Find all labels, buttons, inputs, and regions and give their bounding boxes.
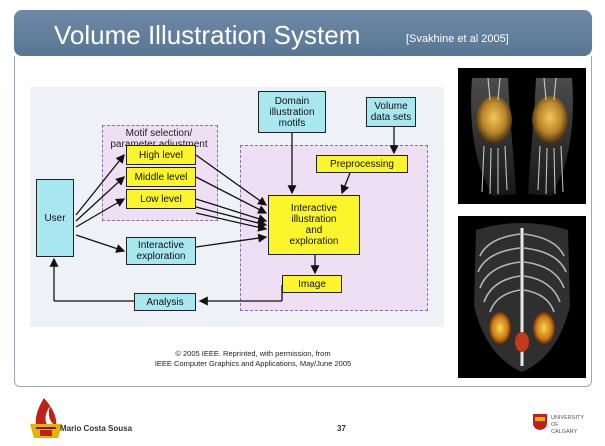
diagram-arrows <box>49 127 399 306</box>
citation: [Svakhine et al 2005] <box>406 33 509 45</box>
torso-volume-rendering <box>458 216 586 378</box>
title-bar: Volume Illustration System [Svakhine et … <box>14 10 592 56</box>
preprocessing-node: Preprocessing <box>316 155 408 173</box>
domain-motifs-node: Domain illustration motifs <box>258 91 326 133</box>
slide-title: Volume Illustration System <box>54 20 361 50</box>
university-logo: UNIVERSITY OF CALGARY <box>532 413 588 435</box>
copyright-credit: © 2005 IEEE. Reprinted, with permission,… <box>154 349 352 368</box>
high-level-node: High level <box>126 145 196 165</box>
content-frame <box>14 56 592 387</box>
volume-data-node: Volume data sets <box>366 97 416 127</box>
feet-volume-rendering <box>458 68 586 204</box>
low-level-node: Low level <box>126 189 196 209</box>
university-logo-text: UNIVERSITY OF CALGARY <box>551 415 584 435</box>
flame-logo-icon <box>26 396 66 440</box>
motif-selection-label: Motif selection/ parameter adjustment <box>110 128 207 150</box>
footer-author: Mario Costa Sousa <box>60 424 133 433</box>
crest-icon <box>533 414 547 430</box>
image-node: Image <box>282 275 342 293</box>
middle-level-node: Middle level <box>126 167 196 187</box>
user-node: User <box>36 179 74 257</box>
page-number: 37 <box>337 424 346 433</box>
system-diagram: Motif selection/ parameter adjustment <box>30 87 444 327</box>
interactive-exploration-node: Interactive exploration <box>126 237 196 265</box>
analysis-node: Analysis <box>134 293 196 311</box>
interactive-illustration-node: Interactive illustration and exploration <box>268 195 360 255</box>
